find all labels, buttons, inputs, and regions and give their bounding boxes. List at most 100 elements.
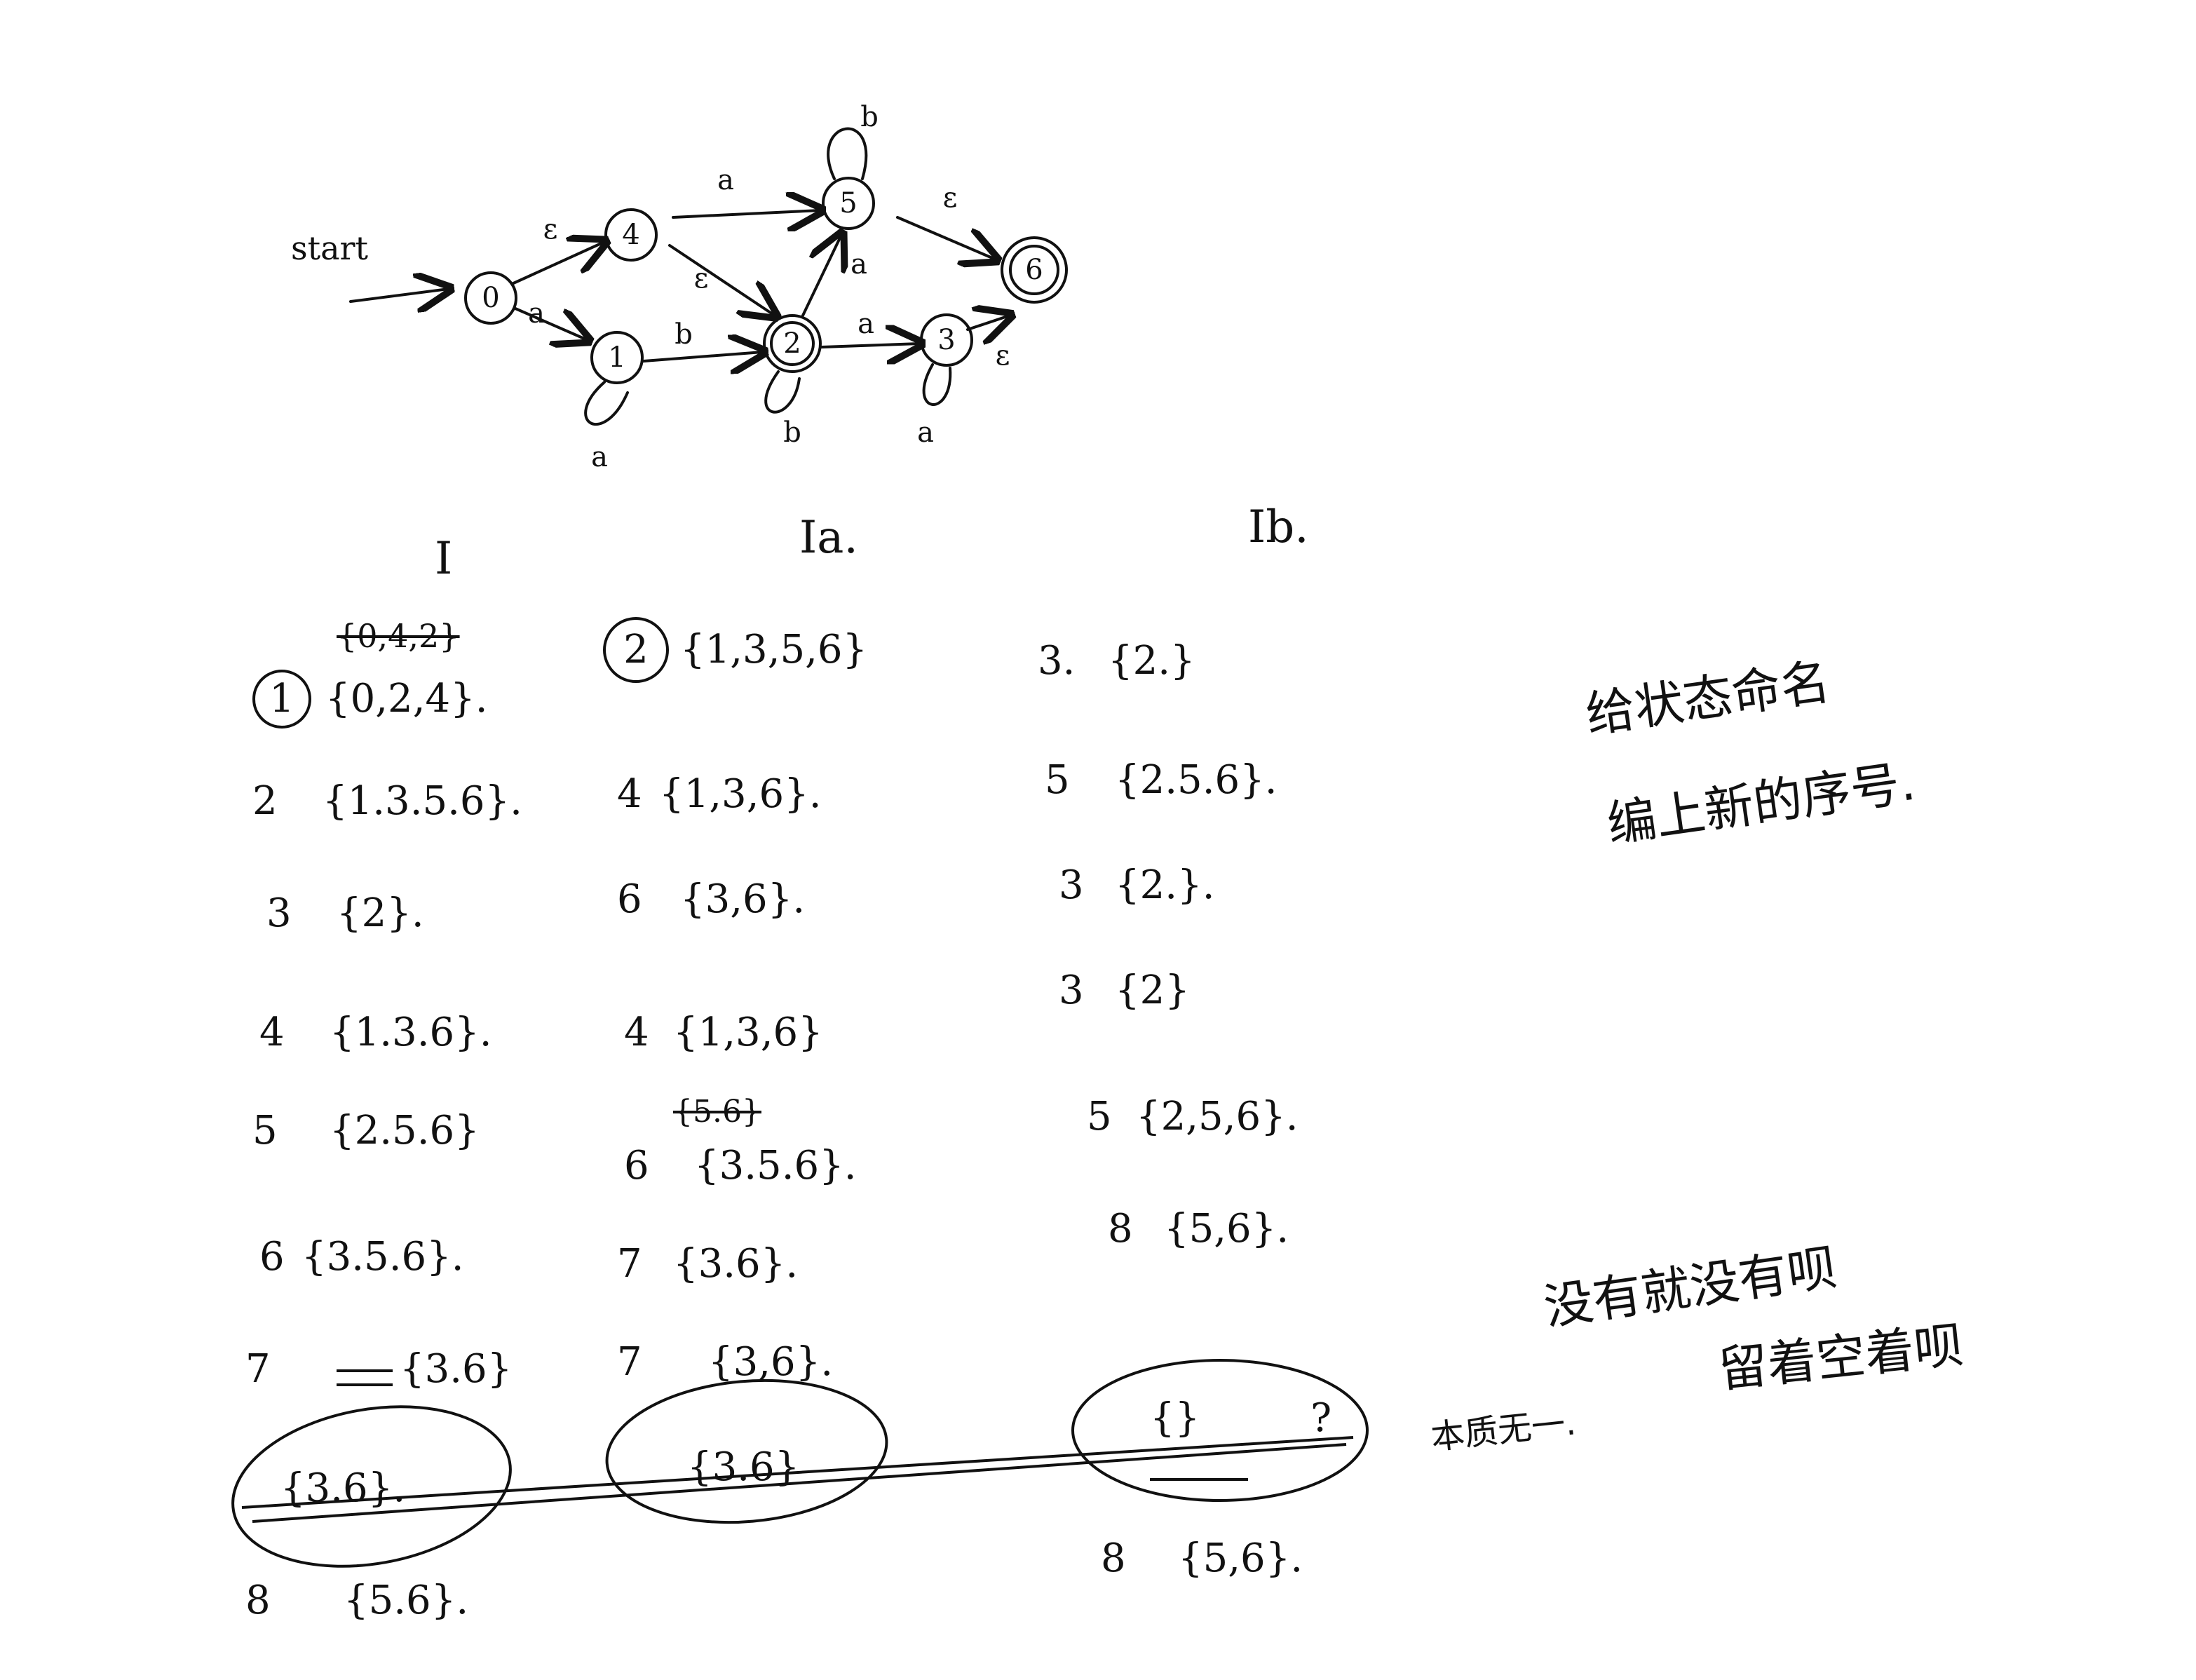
circle-empty-Ia xyxy=(605,1378,888,1524)
state-num: 6 xyxy=(624,1143,649,1188)
edge-label-0-1: a xyxy=(528,297,545,330)
header-Ib: Ib. xyxy=(1248,501,1309,553)
edge-label-0-4: ε xyxy=(543,213,558,245)
edge-label-2-5: a xyxy=(850,248,867,280)
header-I: I xyxy=(435,533,453,585)
state-num: 4 xyxy=(624,1010,649,1055)
edge-2-3 xyxy=(820,344,920,347)
col-I-row-8: 8{5.6}. xyxy=(245,1578,468,1623)
col-Ia-row-6: 7 {3.6}. xyxy=(617,1241,798,1287)
edge-label-3-6: ε xyxy=(996,339,1010,372)
state-set: {1,3,6}. xyxy=(659,771,822,817)
edge-label-4-5: a xyxy=(717,164,734,196)
state-3-label: 3 xyxy=(937,324,955,356)
state-set: {3,6}. xyxy=(680,876,806,922)
col-Ib-row-1: 3.{2.} xyxy=(1038,638,1195,684)
state-num: 7 xyxy=(617,1339,642,1385)
edge-label-1-2: b xyxy=(675,318,693,351)
start-arrow xyxy=(349,289,449,302)
col-Ib-row-3: 3 {2.}. xyxy=(1059,862,1215,908)
state-num: 3 xyxy=(266,890,292,936)
col-Ib-row-8: 8{5,6}. xyxy=(1101,1536,1303,1581)
col-Ia-row-7: 7 {3,6}. xyxy=(617,1339,833,1385)
state-set: {1.3.5.6}. xyxy=(323,778,522,824)
edge-4-5 xyxy=(672,210,820,217)
state-set: {5,6}. xyxy=(1164,1206,1289,1252)
state-set: {0,2,4}. xyxy=(325,676,488,722)
loop-label-5: b xyxy=(860,101,879,133)
state-1 xyxy=(590,331,644,384)
state-set: {2.}. xyxy=(1115,862,1215,908)
edge-label-4-2: ε xyxy=(694,262,709,294)
col-Ib-row-6: 8 {5,6}. xyxy=(1108,1206,1289,1252)
loop-5 xyxy=(827,127,868,180)
col-Ia-struck: {5.6} xyxy=(673,1094,761,1130)
state-set: {} xyxy=(1150,1395,1200,1441)
state-2-label: 2 xyxy=(783,327,801,360)
edge-3-6 xyxy=(966,316,1010,330)
edge-label-5-6: ε xyxy=(943,182,958,214)
col-Ia-row-5: 6{3.5.6}. xyxy=(624,1143,857,1188)
state-0 xyxy=(464,271,517,325)
state-num-1: 1 xyxy=(252,670,311,729)
col-I-row-4: 4{1.3.6}. xyxy=(259,1010,492,1055)
state-set: {3.6} xyxy=(400,1346,513,1392)
state-set: {2.} xyxy=(1108,638,1195,684)
state-num: 3 xyxy=(1059,862,1084,908)
state-6 xyxy=(1001,236,1068,304)
edge-1-2 xyxy=(642,352,763,361)
state-num: 5 xyxy=(252,1108,278,1153)
state-1-label: 1 xyxy=(608,341,625,374)
state-num: 6 xyxy=(259,1234,285,1280)
state-set: {3,6}. xyxy=(708,1339,834,1385)
col-Ia-row-4: 4{1,3,6} xyxy=(624,1010,823,1055)
circle-empty-Ib xyxy=(1071,1359,1369,1502)
loop-label-2: b xyxy=(783,416,801,449)
circle-empty-I xyxy=(231,1405,512,1568)
loop-3 xyxy=(922,363,952,406)
col-I-row-5: 5{2.5.6} xyxy=(252,1108,480,1153)
state-set: {2,5,6}. xyxy=(1136,1094,1299,1139)
col-Ia-row-circled: {3.6} xyxy=(687,1444,799,1490)
state-set: {2} xyxy=(1115,968,1190,1013)
col-Ia-row-2: 4{1,3,6}. xyxy=(617,771,822,817)
state-0-label: 0 xyxy=(482,282,499,314)
state-num: 7 xyxy=(617,1241,642,1287)
state-num-2: 2 xyxy=(603,617,669,683)
state-num: 7 xyxy=(245,1346,271,1392)
state-set: {2}. xyxy=(337,890,424,936)
state-set: {3.6} xyxy=(687,1444,800,1490)
col-Ia-row-1: 2{1,3,5,6} xyxy=(603,617,867,683)
col-I-row-6: 6 {3.5.6}. xyxy=(259,1234,464,1280)
strike-line-1 xyxy=(241,1436,1354,1509)
edge-0-4 xyxy=(510,242,604,285)
edge-label-2-3: a xyxy=(858,308,874,340)
edge-0-1 xyxy=(514,307,588,340)
col-I-row-3: 3 {2}. xyxy=(266,890,424,936)
state-num: 3 xyxy=(1059,968,1084,1013)
state-set: {3.5.6}. xyxy=(301,1234,464,1280)
state-6-label: 6 xyxy=(1025,254,1043,286)
state-set: {5.6}. xyxy=(344,1578,469,1623)
state-num: 5 xyxy=(1045,757,1070,803)
state-num: 6 xyxy=(617,876,642,922)
loop-1 xyxy=(584,381,629,426)
col-I-row-2: 2 {1.3.5.6}. xyxy=(252,778,522,824)
state-set: {1,3,5,6} xyxy=(680,627,868,672)
col-Ib-row-circled: {} ? xyxy=(1150,1395,1331,1441)
state-num: 8 xyxy=(1108,1206,1133,1252)
edge-5-6 xyxy=(896,216,996,259)
state-num: 5 xyxy=(1087,1094,1112,1139)
header-Ia: Ia. xyxy=(799,512,858,564)
edge-4-2 xyxy=(668,244,775,316)
col-I-row-7: 7 {3.6} xyxy=(245,1346,512,1392)
state-num: 2 xyxy=(252,778,278,824)
state-set: {2.5.6}. xyxy=(1115,757,1277,803)
loop-label-3: a xyxy=(917,416,934,449)
col-I-row-1: 1 {0,2,4}. xyxy=(252,670,488,729)
col-Ib-row-5: 5 {2,5,6}. xyxy=(1087,1094,1299,1139)
col-I-struck: {0,4,2} xyxy=(337,617,460,655)
strike-line-2 xyxy=(252,1443,1347,1523)
state-set: {3.6}. xyxy=(673,1241,799,1287)
